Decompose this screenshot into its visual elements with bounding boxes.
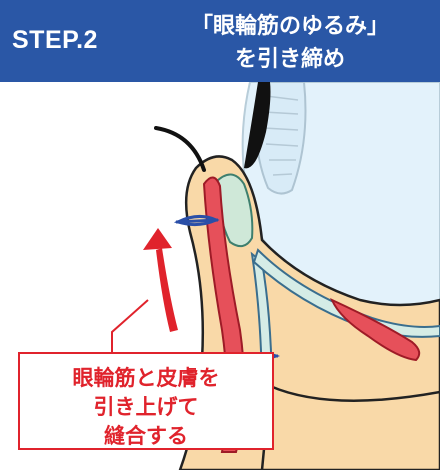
iris-lines xyxy=(263,95,299,176)
callout-box: 眼輪筋と皮膚を 引き上げて 縫合する xyxy=(18,352,274,450)
callout-line-2: 引き上げて xyxy=(93,395,199,419)
title-line-2: を引き締め xyxy=(234,47,345,72)
up-arrow-icon xyxy=(143,228,178,332)
callout-line-1: 眼輪筋と皮膚を xyxy=(72,366,220,390)
muller-muscle xyxy=(330,297,421,362)
callout-line-3: 縫合する xyxy=(104,424,188,448)
upper-eyelash xyxy=(244,82,271,169)
title-line-1: 「眼輪筋のゆるみ」 xyxy=(190,14,389,39)
step-label: STEP.2 xyxy=(12,26,98,54)
lash-hair xyxy=(154,126,206,172)
callout-leader xyxy=(111,299,149,352)
header-bar: STEP.2 「眼輪筋のゆるみ」 を引き締め xyxy=(0,0,440,82)
